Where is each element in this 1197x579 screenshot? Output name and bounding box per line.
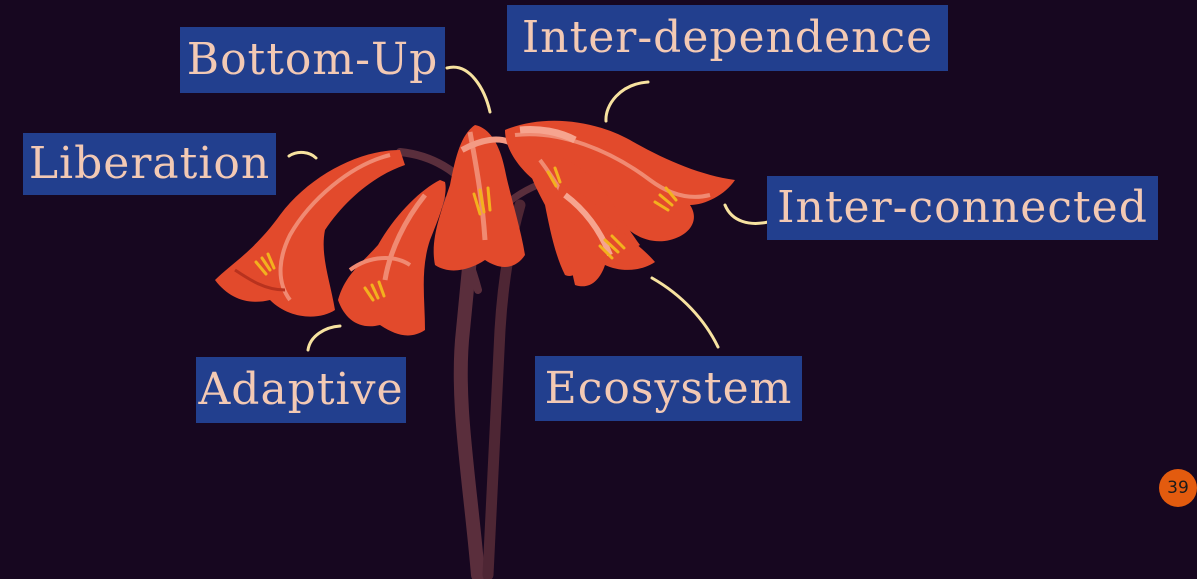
label-adaptive: Adaptive (196, 357, 406, 423)
flower-lower-left (338, 180, 446, 335)
connector-bottom-up (447, 67, 490, 112)
label-inter-dependence: Inter-dependence (507, 5, 948, 71)
connector-inter-dependence (606, 82, 648, 121)
label-ecosystem: Ecosystem (535, 356, 802, 421)
page-number-badge: 39 (1159, 469, 1197, 507)
connector-adaptive (308, 326, 340, 350)
label-inter-connected: Inter-connected (767, 176, 1158, 240)
connector-inter-connected (725, 205, 768, 223)
label-liberation: Liberation (23, 133, 276, 195)
label-bottom-up: Bottom-Up (180, 27, 445, 93)
connector-ecosystem (652, 278, 718, 347)
connector-liberation (289, 152, 316, 158)
